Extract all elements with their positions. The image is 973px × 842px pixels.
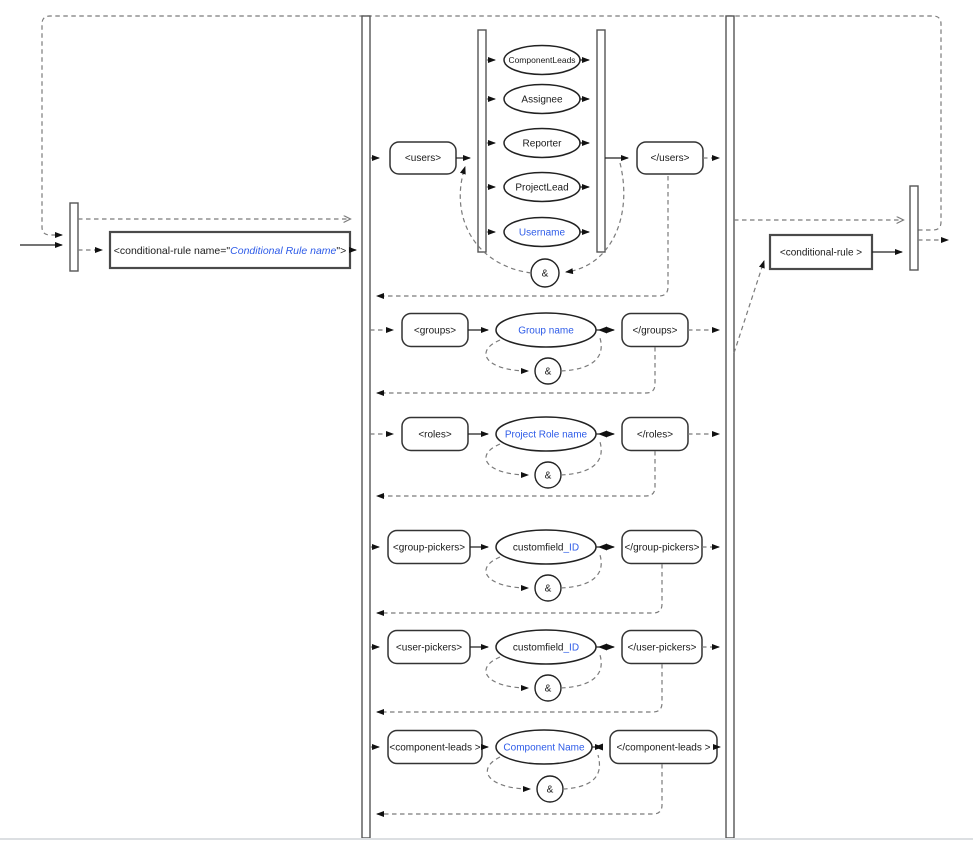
exit-section: <conditional-rule >	[733, 185, 949, 354]
loop-return-arrow	[594, 743, 603, 751]
roles-return-line	[376, 451, 656, 499]
group-pickers-repeat-loop: &	[485, 554, 602, 602]
conditional-rule-open-node: <conditional-rule name="Conditional Rule…	[108, 230, 352, 270]
amp-separator: &	[545, 367, 552, 378]
groups-repeat-loop: &	[485, 337, 602, 385]
users-branch: <users> ComponentLeads Assignee Reporter…	[370, 29, 720, 299]
user-pickers-repeat-loop: &	[485, 654, 602, 702]
component-leads-return-line	[376, 764, 663, 817]
component-leads-open-tag-label: <component-leads >	[389, 743, 480, 754]
roles-branch: <roles> Project Role name </roles> &	[370, 416, 720, 499]
loop-return-arrow	[598, 543, 607, 551]
amp-separator: &	[545, 584, 552, 595]
users-choice-username: Username	[486, 216, 590, 248]
user-pickers-open-tag-label: <user-pickers>	[396, 643, 462, 654]
conditional-rule-close-box	[768, 233, 874, 271]
exit-junction-bar	[909, 185, 919, 271]
group-pickers-close-tag-label: </group-pickers>	[624, 543, 699, 554]
choice-label: Reporter	[523, 139, 563, 150]
groups-branch: <groups> Group name </groups> &	[370, 312, 720, 396]
loop-return-arrow	[598, 430, 607, 438]
groups-open-tag-label: <groups>	[414, 326, 456, 337]
user-pickers-close-tag-label: </user-pickers>	[628, 643, 697, 654]
users-open-tag-label: <users>	[405, 153, 441, 164]
group-pickers-value-label: customfield_ID	[513, 543, 579, 554]
loop-return-arrow	[598, 326, 607, 334]
component-leads-value-label: Component Name	[503, 743, 585, 754]
choice-label: Username	[519, 228, 566, 239]
outer-repeat-loop	[41, 15, 942, 238]
users-choice-projectlead: ProjectLead	[486, 171, 590, 203]
component-leads-repeat-loop: &	[486, 754, 601, 803]
choice-label: ProjectLead	[515, 183, 568, 194]
groups-close-tag-label: </groups>	[632, 326, 677, 337]
users-close-tag-label: </users>	[651, 153, 690, 164]
right-rail-bar	[725, 15, 735, 839]
conditional-rule-open-label: <conditional-rule name="Conditional Rule…	[114, 245, 346, 257]
users-choice-bar-left	[477, 29, 487, 253]
choice-label: ComponentLeads	[508, 55, 575, 65]
amp-separator: &	[545, 471, 552, 482]
component-leads-branch: <component-leads > Component Name </comp…	[370, 729, 721, 817]
roles-repeat-loop: &	[485, 441, 602, 489]
groups-value-label: Group name	[518, 326, 574, 337]
users-choice-assignee: Assignee	[486, 83, 590, 115]
choice-label: Assignee	[521, 95, 563, 106]
group-pickers-branch: <group-pickers> customfield_ID </group-p…	[370, 529, 720, 616]
roles-value-label: Project Role name	[505, 430, 588, 441]
loop-return-arrow	[598, 643, 607, 651]
users-choice-bar-right	[596, 29, 606, 253]
conditional-rule-close-label: <conditional-rule >	[780, 248, 862, 259]
amp-separator: &	[547, 785, 554, 796]
users-choice-componentleads: ComponentLeads	[486, 44, 590, 76]
group-pickers-open-tag-label: <group-pickers>	[393, 543, 465, 554]
amp-separator: &	[545, 684, 552, 695]
left-rail-bar	[361, 15, 371, 839]
entry-junction-bar	[69, 202, 79, 272]
user-pickers-branch: <user-pickers> customfield_ID </user-pic…	[370, 629, 720, 715]
groups-return-line	[376, 347, 656, 396]
users-choice-reporter: Reporter	[486, 127, 590, 159]
amp-separator: &	[542, 269, 549, 280]
component-leads-close-tag-label: </component-leads >	[617, 743, 711, 754]
roles-open-tag-label: <roles>	[418, 430, 452, 441]
user-pickers-value-label: customfield_ID	[513, 643, 579, 654]
rail-to-close-rule-connector	[733, 260, 765, 354]
users-repeat-loop: &	[459, 162, 625, 288]
group-pickers-return-line	[376, 564, 663, 616]
user-pickers-return-line	[376, 664, 663, 715]
roles-close-tag-label: </roles>	[637, 430, 673, 441]
